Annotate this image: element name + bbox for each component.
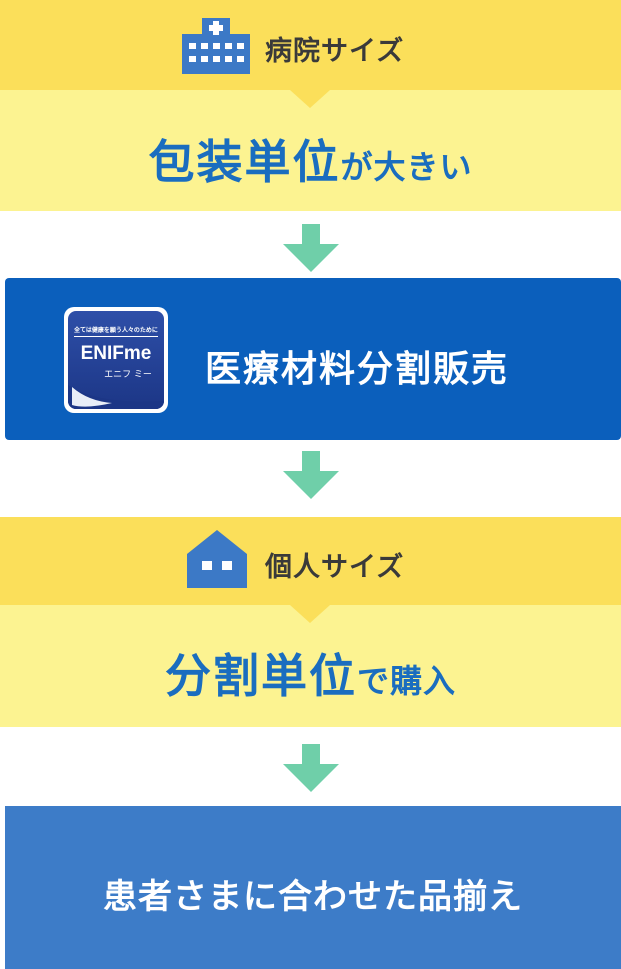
divided-unit-text: 分割単位: [164, 649, 357, 703]
purchase-text: で購入: [356, 662, 456, 700]
personal-size-title: 分割単位で購入: [0, 640, 621, 706]
logo-divider: [74, 336, 158, 337]
hospital-icon: [182, 18, 250, 74]
medical-materials-divided-sales-label: 医療材料分割販売: [205, 349, 510, 390]
logo-name: ENIFme: [80, 343, 152, 364]
down-arrow-icon: [283, 744, 339, 792]
logo-kana: エニフ ミー: [104, 370, 152, 380]
header-pointer: [290, 605, 330, 623]
patient-tailored-selection-box: [5, 806, 621, 969]
page-curl-icon: [68, 385, 164, 409]
personal-size-header: [0, 517, 621, 605]
down-arrow-icon: [283, 451, 339, 499]
personal-size-label: 個人サイズ: [265, 552, 405, 583]
is-large-text: が大きい: [340, 148, 473, 186]
hospital-size-header: [0, 0, 621, 90]
personal-size-body: [0, 605, 621, 727]
enifme-logo: 全ては健康を願う人々のために ENIFme エニフ ミー: [64, 307, 168, 413]
house-icon: [187, 530, 247, 588]
hospital-size-title: 包装単位が大きい: [0, 126, 621, 192]
hospital-size-body: [0, 90, 621, 211]
header-pointer: [290, 90, 330, 108]
down-arrow-icon: [283, 224, 339, 272]
package-unit-text: 包装単位: [148, 135, 341, 189]
patient-tailored-selection-label: 患者さまに合わせた品揃え: [103, 877, 523, 917]
hospital-size-label: 病院サイズ: [265, 36, 405, 67]
logo-tagline: 全ては健康を願う人々のために: [74, 327, 158, 334]
